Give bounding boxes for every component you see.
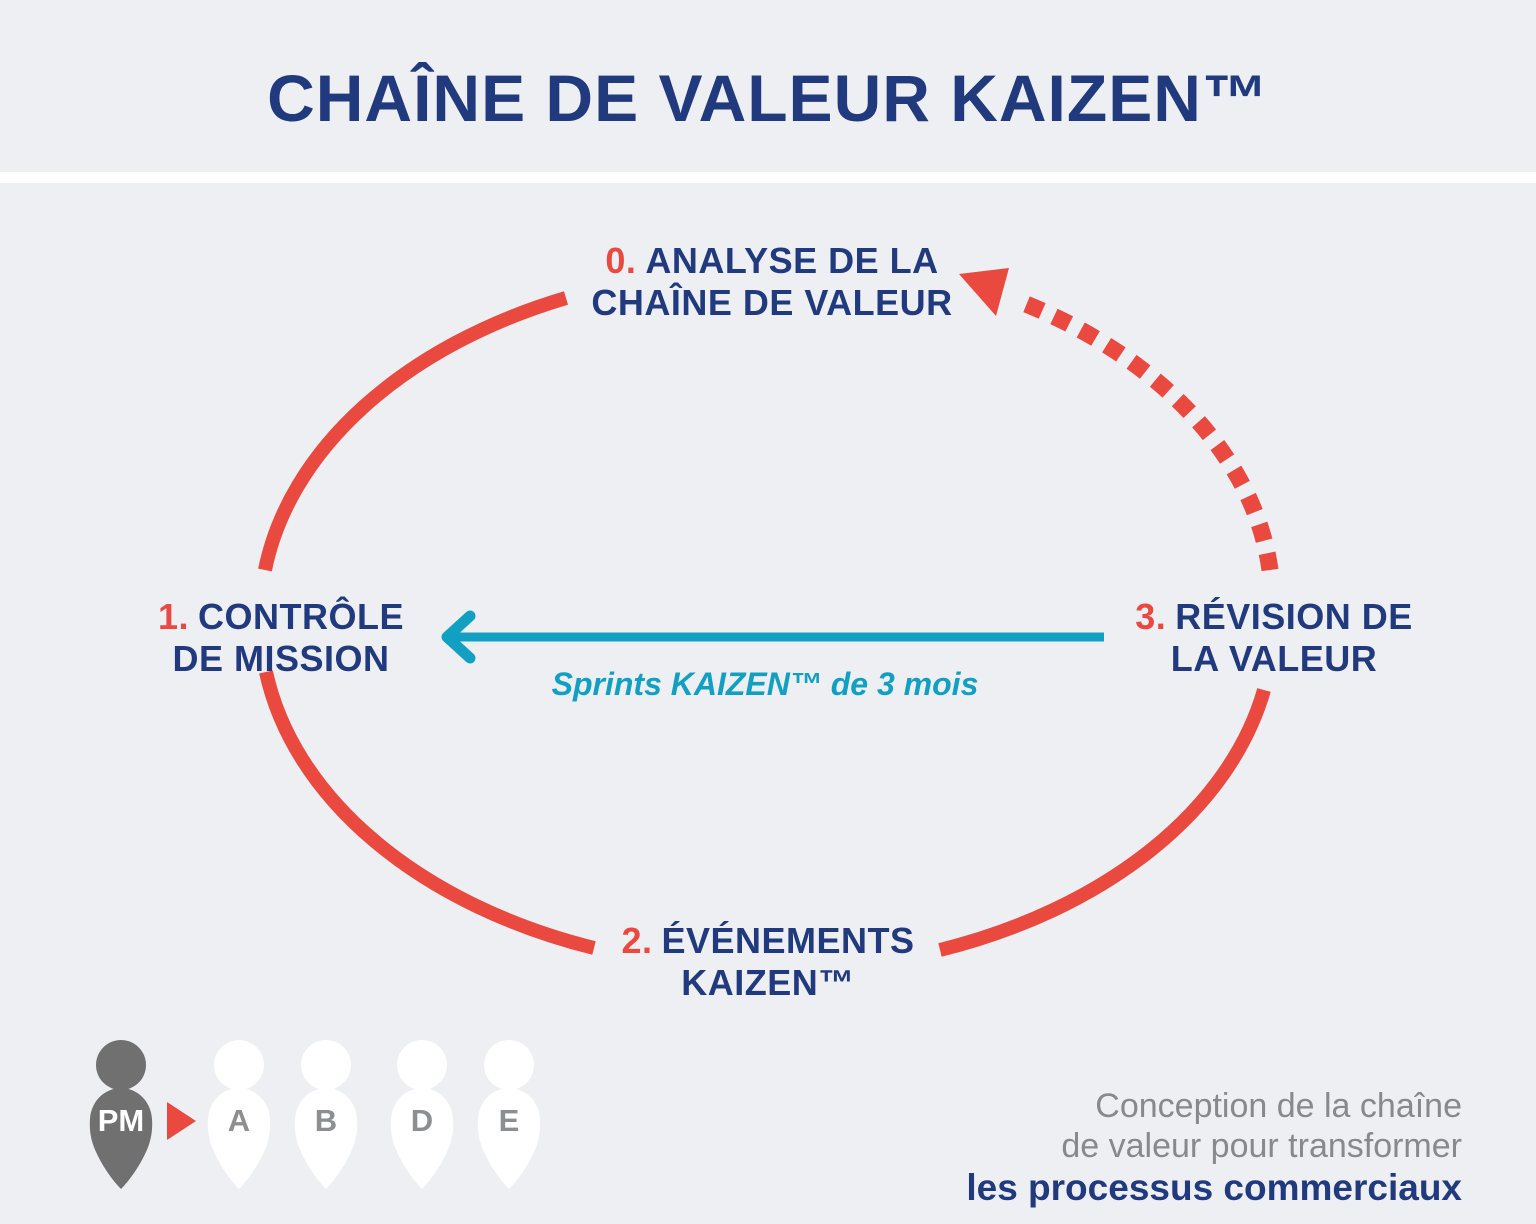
step-3-line2: LA VALEUR xyxy=(1170,638,1378,679)
step-2-number: 2. xyxy=(621,920,653,961)
step-2-line1: 2.ÉVÉNEMENTS xyxy=(621,920,915,961)
step-3-revision-label: 3.RÉVISION DE LA VALEUR xyxy=(1135,596,1413,680)
figure-label-d: D xyxy=(410,1103,434,1138)
figure-label-b: B xyxy=(314,1103,338,1138)
step-0-line2: CHAÎNE DE VALEUR xyxy=(591,282,953,323)
step-1-controle-label: 1.CONTRÔLE DE MISSION xyxy=(158,596,404,680)
cycle-arc-dotted-right xyxy=(1012,292,1279,572)
cycle-arc-bottom-left xyxy=(259,670,596,955)
step-3-line1: 3.RÉVISION DE xyxy=(1135,596,1413,637)
dotted-arrowhead-icon xyxy=(959,268,1009,316)
sprint-arrow-label: Sprints KAIZEN™ de 3 mois xyxy=(551,666,979,702)
cycle-arc-top-left xyxy=(258,291,568,572)
pm-arrow-icon xyxy=(167,1102,196,1140)
page-title: CHAÎNE DE VALEUR KAIZEN™ xyxy=(267,61,1269,135)
cycle-arc-bottom-right xyxy=(938,688,1271,957)
figure-label-e: E xyxy=(498,1103,520,1138)
step-1-number: 1. xyxy=(157,596,190,637)
step-2-line2: KAIZEN™ xyxy=(681,962,855,1003)
caption-line1: Conception de la chaîne xyxy=(1095,1087,1462,1125)
caption-line2: de valeur pour transformer xyxy=(1061,1127,1462,1165)
sprint-arrowhead-icon xyxy=(441,610,476,664)
header-divider xyxy=(0,172,1536,183)
figure-label-pm: PM xyxy=(97,1103,145,1138)
step-1-line2: DE MISSION xyxy=(172,638,390,679)
step-3-number: 3. xyxy=(1135,596,1167,637)
caption-line3-bold: les processus commerciaux xyxy=(966,1167,1462,1208)
step-2-evenements-label: 2.ÉVÉNEMENTS KAIZEN™ xyxy=(621,920,914,1004)
caption-block: Conception de la chaîne de valeur pour t… xyxy=(966,1086,1462,1208)
step-0-line1: 0.ANALYSE DE LA xyxy=(605,240,939,281)
step-0-number: 0. xyxy=(605,240,637,281)
figure-label-a: A xyxy=(227,1103,251,1138)
step-0-analyse-label: 0.ANALYSE DE LA CHAÎNE DE VALEUR xyxy=(591,240,952,324)
step-1-line1: 1.CONTRÔLE xyxy=(157,596,405,637)
